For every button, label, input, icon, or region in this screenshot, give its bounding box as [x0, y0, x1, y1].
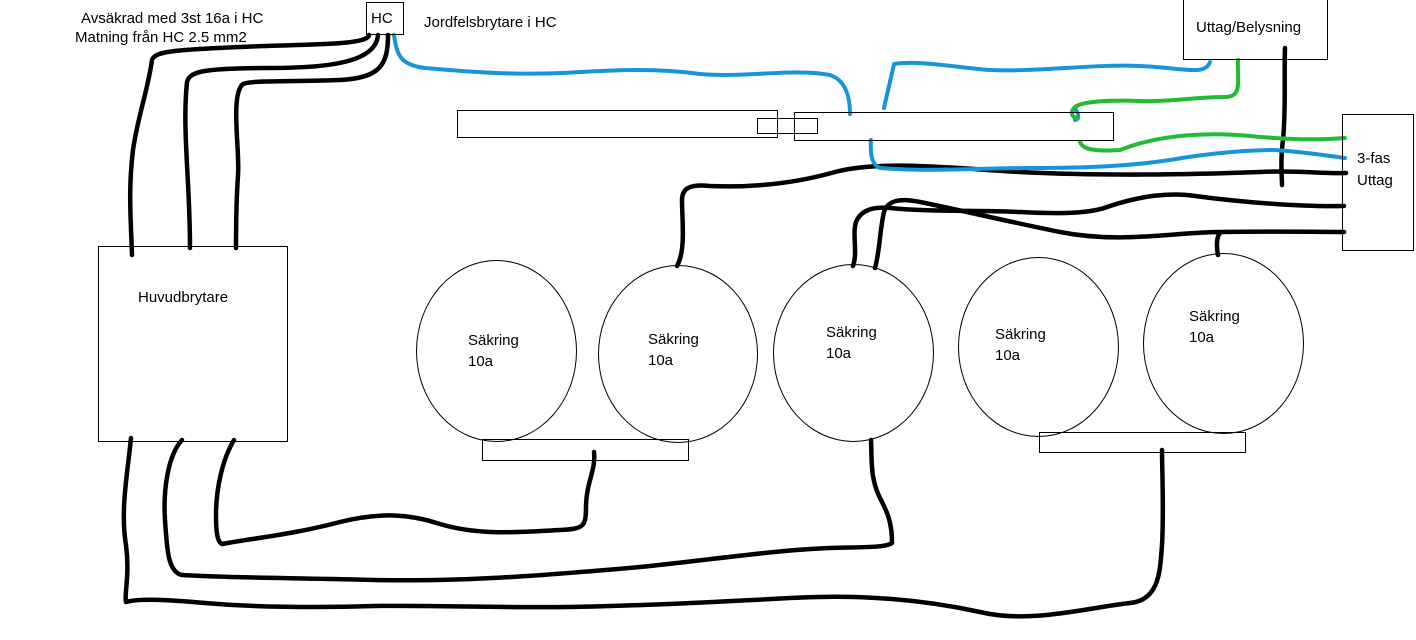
fuse-1 [416, 260, 577, 442]
feed-wire-3 [233, 32, 391, 251]
return-wire-3 [213, 437, 597, 547]
terminal-rail-right [794, 112, 1114, 141]
fuse-1-rating: 10a [468, 353, 494, 370]
fuse-5-out-wire [1214, 230, 1223, 258]
neutral-wire-3phase [868, 138, 1347, 172]
note-line-1: Avsäkrad med 3st 16a i HC [81, 10, 264, 27]
fuse-5 [1143, 253, 1304, 434]
fuse-5-rating: 10a [1189, 329, 1215, 346]
fuse-3-label: Säkring 10a [826, 322, 877, 364]
fuse-3-rating: 10a [826, 345, 852, 362]
fuse-2 [598, 265, 758, 443]
fuse-3-name: Säkring [826, 324, 877, 341]
feed-wire-2 [183, 32, 381, 251]
main-switch-label: Huvudbrytare [138, 289, 229, 306]
outlet-lighting-label: Uttag/Belysning [1196, 19, 1302, 36]
fuse-5-label: Säkring 10a [1189, 306, 1240, 348]
fuse-3-out-wire-b [872, 197, 1347, 271]
fuse-4-label: Säkring 10a [995, 324, 1046, 366]
fuse-3 [773, 264, 934, 442]
earth-wire-lighting [1069, 58, 1241, 120]
fuse-4 [958, 257, 1119, 437]
rail-connector [757, 118, 818, 134]
return-wire-1 [121, 435, 1166, 619]
neutral-wire-lighting [882, 60, 1212, 110]
hc-label: HC [371, 10, 393, 27]
fuse-2-rating: 10a [648, 352, 674, 369]
fuse-2-label: Säkring 10a [648, 329, 699, 371]
fuse-5-name: Säkring [1189, 308, 1240, 325]
earth-wire-3phase [1078, 132, 1347, 153]
fuse-3-out-wire-a [850, 192, 1347, 269]
fuse-4-rating: 10a [995, 347, 1021, 364]
rcd-label: Jordfelsbrytare i HC [424, 14, 557, 31]
hc-box: HC [366, 2, 404, 35]
fuse-1-label: Säkring 10a [468, 330, 519, 372]
fuse-busbar-right [1039, 432, 1246, 453]
outlet-lighting-box: Uttag/Belysning [1183, 0, 1328, 60]
fuse-1-name: Säkring [468, 332, 519, 349]
fuse-2-out-wire [674, 163, 1349, 269]
fuse-4-name: Säkring [995, 326, 1046, 343]
feed-wire-1 [127, 32, 372, 258]
three-phase-label-1: 3-fas [1357, 150, 1391, 167]
three-phase-label-2: Uttag [1357, 172, 1393, 189]
note-line-2: Matning från HC 2.5 mm2 [75, 29, 247, 46]
three-phase-outlet-box: 3-fas Uttag [1342, 114, 1414, 251]
neutral-wire-main [392, 33, 852, 116]
fuse-2-name: Säkring [648, 331, 699, 348]
lighting-feed-wire [1279, 45, 1288, 188]
return-wire-2 [162, 437, 895, 583]
fuse-busbar-left [482, 439, 689, 461]
main-switch-box: Huvudbrytare [98, 246, 288, 442]
terminal-rail-left [457, 110, 778, 138]
